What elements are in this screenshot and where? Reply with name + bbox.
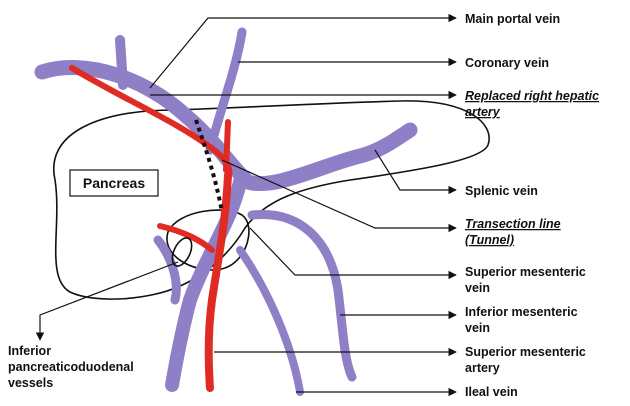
label-ipd-line1: Inferior (8, 344, 51, 358)
leader-smv (250, 228, 456, 275)
leader-main-portal-vein (150, 18, 456, 88)
label-ipd-line3: vessels (8, 376, 53, 390)
label-replaced-rha-line1: Replaced right hepatic (465, 89, 599, 103)
label-sma-line1: Superior mesenteric (465, 345, 586, 359)
superior-mesenteric-artery (209, 175, 228, 388)
label-coronary-vein: Coronary vein (465, 56, 549, 70)
label-replaced-rha-line2: artery (465, 105, 501, 119)
label-main-portal-vein: Main portal vein (465, 12, 560, 26)
label-ileal-vein: Ileal vein (465, 385, 518, 399)
label-smv-line2: vein (465, 281, 490, 295)
pancreas-label: Pancreas (83, 175, 145, 191)
label-smv-line1: Superior mesenteric (465, 265, 586, 279)
label-imv-line1: Inferior mesenteric (465, 305, 578, 319)
pancreas-outline (54, 101, 489, 299)
top-vein-branch (120, 40, 123, 85)
label-transection-line1: Transection line (465, 217, 561, 231)
label-ipd-line2: pancreaticoduodenal (8, 360, 134, 374)
label-splenic-vein: Splenic vein (465, 184, 538, 198)
label-transection-line2: (Tunnel) (465, 233, 514, 247)
label-imv-line2: vein (465, 321, 490, 335)
leader-ipd-vessels (40, 262, 178, 340)
label-sma-line2: artery (465, 361, 500, 375)
